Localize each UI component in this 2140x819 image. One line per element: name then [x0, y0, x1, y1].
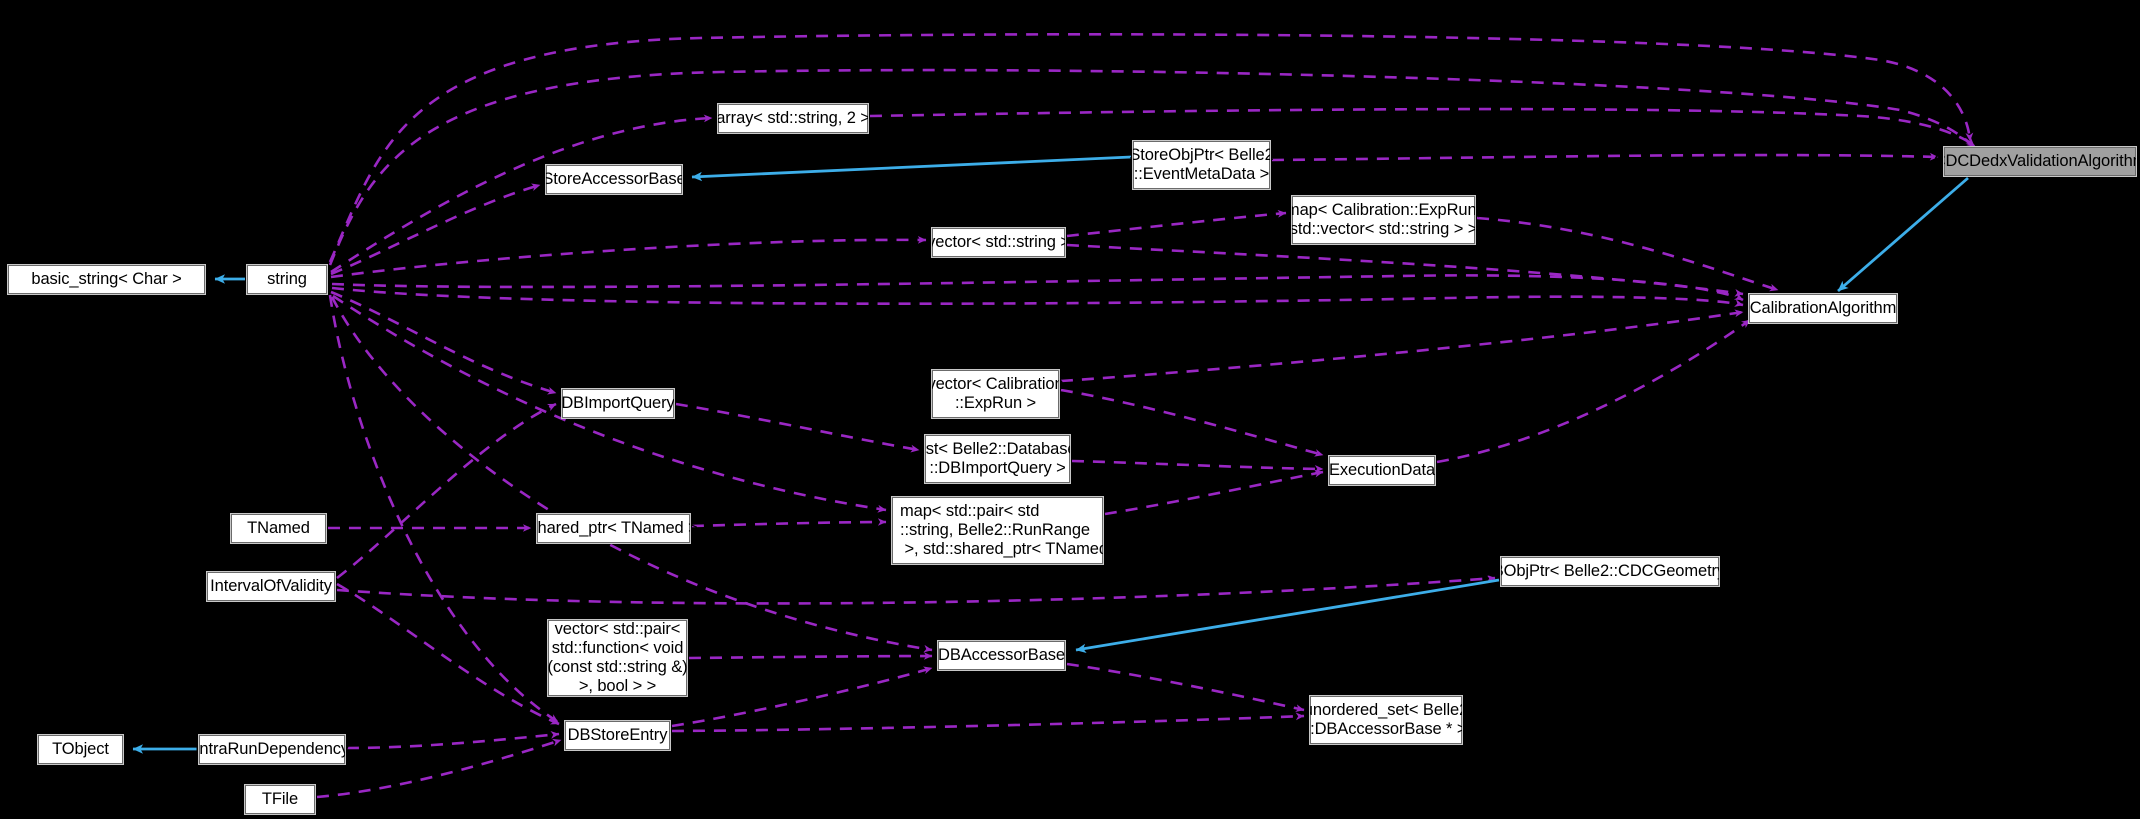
- class-node-tfile[interactable]: TFile: [244, 784, 316, 815]
- class-node-string[interactable]: string: [246, 264, 328, 295]
- class-node-label: std::function< void: [551, 639, 684, 657]
- class-node-label: DBStoreEntry: [567, 726, 668, 744]
- class-node-db_accessor_base[interactable]: DBAccessorBase: [937, 640, 1066, 671]
- class-node-db_import_query[interactable]: DBImportQuery: [561, 388, 675, 419]
- class-node-list_dbimport[interactable]: list< Belle2::Database::DBImportQuery >: [919, 434, 1077, 484]
- class-node-label: vector< Calibration: [927, 375, 1064, 393]
- class-node-label: basic_string< Char >: [31, 270, 182, 288]
- class-node-label: ::EventMetaData >: [1133, 165, 1270, 183]
- class-node-label: ExecutionData: [1329, 461, 1436, 479]
- class-node-label: list< Belle2::Database: [918, 440, 1077, 458]
- class-node-label: array< std::string, 2 >: [716, 109, 870, 127]
- class-node-label: TNamed: [247, 519, 310, 537]
- class-node-label: IntraRunDependency: [194, 740, 350, 758]
- class-node-dbobjptr_cdcgeom[interactable]: DBObjPtr< Belle2::CDCGeometry >: [1481, 556, 1739, 587]
- class-node-store_accessor[interactable]: StoreAccessorBase: [542, 164, 686, 195]
- class-node-label: (const std::string &): [547, 658, 688, 676]
- class-node-map_exprun_vecstr[interactable]: map< Calibration::ExpRun,std::vector< st…: [1286, 195, 1481, 245]
- class-node-calibration_algo[interactable]: CalibrationAlgorithm: [1748, 293, 1898, 324]
- class-node-label: shared_ptr< TNamed >: [529, 519, 698, 537]
- class-node-label: ::ExpRun >: [954, 394, 1037, 412]
- class-node-label: std::vector< std::string > >: [1289, 220, 1478, 238]
- class-node-label: >, bool > >: [578, 677, 657, 695]
- class-node-label: map< Calibration::ExpRun,: [1285, 201, 1482, 219]
- class-node-label: IntervalOfValidity: [210, 577, 332, 595]
- class-node-label: TFile: [261, 790, 299, 808]
- class-node-label: ::DBAccessorBase * >: [1305, 720, 1467, 738]
- class-node-label: CDCDedxValidationAlgorithm: [1933, 152, 2140, 170]
- class-node-label: vector< std::pair<: [554, 620, 681, 638]
- usage-edge-group: [316, 33, 1976, 799]
- class-node-label: unordered_set< Belle2: [1303, 701, 1469, 719]
- class-node-map_pair_tnamed[interactable]: map< std::pair< std::string, Belle2::Run…: [891, 496, 1136, 565]
- class-node-tobject[interactable]: TObject: [37, 734, 124, 765]
- class-node-label: DBAccessorBase: [938, 646, 1065, 664]
- class-node-shared_ptr_tnamed[interactable]: shared_ptr< TNamed >: [529, 513, 698, 544]
- class-node-unordered_set_dba[interactable]: unordered_set< Belle2::DBAccessorBase * …: [1304, 695, 1468, 745]
- class-node-execution_data[interactable]: ExecutionData: [1328, 455, 1436, 486]
- class-node-vector_pair_func[interactable]: vector< std::pair<std::function< void(co…: [547, 619, 688, 697]
- class-node-cdcdedx_algo[interactable]: CDCDedxValidationAlgorithm: [1934, 146, 2140, 177]
- class-node-interval_validity[interactable]: IntervalOfValidity: [206, 571, 336, 602]
- class-node-label: DBObjPtr< Belle2::CDCGeometry >: [1480, 562, 1740, 580]
- class-node-intra_run_dep[interactable]: IntraRunDependency: [195, 734, 349, 765]
- class-node-basic_string[interactable]: basic_string< Char >: [7, 264, 206, 295]
- class-node-label: vector< std::string >: [927, 233, 1070, 251]
- class-node-label: CalibrationAlgorithm: [1749, 299, 1897, 317]
- class-node-tnamed[interactable]: TNamed: [230, 513, 327, 544]
- class-node-label: DBImportQuery: [561, 394, 675, 412]
- class-node-db_store_entry[interactable]: DBStoreEntry: [564, 720, 671, 751]
- inheritance-edge-group: [132, 155, 1969, 754]
- class-node-label: StoreAccessorBase: [542, 170, 686, 188]
- class-node-array_string_2[interactable]: array< std::string, 2 >: [716, 103, 870, 134]
- class-node-label: string: [267, 270, 307, 288]
- class-node-label: ::string, Belle2::RunRange: [900, 521, 1091, 539]
- class-node-label: TObject: [52, 740, 109, 758]
- class-node-vector_string[interactable]: vector< std::string >: [927, 227, 1070, 258]
- class-node-store_obj_ptr[interactable]: StoreObjPtr< Belle2::EventMetaData >: [1129, 140, 1274, 190]
- class-node-vector_exprun[interactable]: vector< Calibration::ExpRun >: [927, 369, 1064, 419]
- class-node-label: map< std::pair< std: [900, 502, 1040, 520]
- class-node-label: StoreObjPtr< Belle2: [1129, 146, 1274, 164]
- class-node-label: ::DBImportQuery >: [929, 459, 1066, 477]
- class-node-label: >, std::shared_ptr< TNamed > >: [900, 540, 1136, 558]
